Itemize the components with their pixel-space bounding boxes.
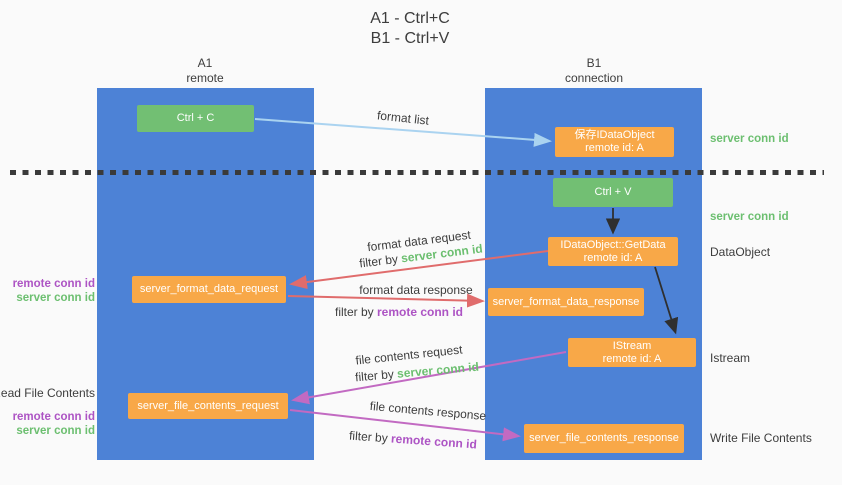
ctrl-c-box: Ctrl + C: [137, 105, 254, 132]
read-file-contents-label: Read File Contents: [0, 386, 95, 400]
server-conn-id-value: server conn id: [396, 359, 480, 381]
session-divider-dotted-line: [10, 170, 824, 175]
server-file-contents-request-box: server_file_contents_request: [128, 393, 288, 419]
column-a1-subtitle: remote: [186, 71, 224, 85]
column-b1-header: B1 connection: [534, 56, 654, 86]
ctrl-v-box: Ctrl + V: [553, 178, 673, 207]
column-b1-name: B1: [586, 56, 602, 70]
left-remote-conn-id-bottom-label: remote conn id: [12, 411, 95, 423]
istream-line1: IStream: [612, 339, 652, 352]
save-idataobject-box: 保存IDataObject remote id: A: [555, 127, 674, 157]
right-server-conn-id-top-label: server conn id: [710, 133, 789, 145]
save-idataobject-line2: remote id: A: [585, 142, 644, 154]
left-server-conn-id-top-label: server conn id: [16, 292, 95, 304]
server-file-contents-request-label: server_file_contents_request: [137, 399, 279, 412]
column-b1-subtitle: connection: [564, 71, 624, 85]
server-file-contents-response-box: server_file_contents_response: [524, 424, 684, 453]
filter-by-text: filter by: [354, 366, 398, 385]
filter-by-text: filter by: [334, 305, 377, 319]
server-format-data-request-label: server_format_data_request: [139, 283, 279, 295]
right-server-conn-id-mid-label: server conn id: [710, 211, 789, 223]
ctrl-c-label: Ctrl + C: [176, 112, 215, 124]
left-remote-conn-id-top-label: remote conn id: [12, 278, 95, 290]
format-data-response-label: format data response: [359, 283, 473, 297]
filter-by-remote-conn-id-bottom-label: filter by remote conn id: [349, 429, 478, 452]
file-contents-response-label: file contents response: [369, 398, 487, 424]
istream-side-label: Istream: [710, 351, 751, 365]
format-list-label: format list: [376, 108, 430, 128]
column-a1-name: A1: [197, 56, 213, 70]
server-file-contents-response-label: server_file_contents_response: [529, 432, 679, 444]
ctrl-v-label: Ctrl + V: [594, 186, 632, 198]
column-a1-header: A1 remote: [145, 56, 265, 86]
getdata-line2: remote id: A: [583, 251, 643, 264]
istream-line2: remote id: A: [602, 352, 662, 365]
server-format-data-response-label: server_format_data_response: [492, 295, 640, 308]
filter-by-text: filter by: [348, 428, 392, 446]
remote-conn-id-value: remote conn id: [377, 305, 464, 319]
getdata-line1: IDataObject::GetData: [560, 238, 666, 251]
save-idataobject-line1: 保存IDataObject: [574, 129, 655, 141]
filter-by-remote-conn-id-top-label: filter by remote conn id: [335, 305, 463, 319]
istream-box: IStream remote id: A: [568, 338, 696, 367]
server-format-data-request-box: server_format_data_request: [132, 276, 286, 303]
write-file-contents-label: Write File Contents: [710, 431, 812, 445]
dataobject-label: DataObject: [710, 245, 771, 259]
server-format-data-response-box: server_format_data_response: [488, 288, 644, 316]
idataobject-getdata-box: IDataObject::GetData remote id: A: [548, 237, 678, 266]
diagram-title: A1 - Ctrl+C B1 - Ctrl+V: [330, 9, 490, 49]
left-server-conn-id-bottom-label: server conn id: [16, 425, 95, 437]
title-line-2: B1 - Ctrl+V: [370, 30, 450, 47]
remote-conn-id-value: remote conn id: [390, 431, 478, 452]
filter-by-text: filter by: [358, 251, 402, 271]
title-line-1: A1 - Ctrl+C: [370, 10, 450, 27]
